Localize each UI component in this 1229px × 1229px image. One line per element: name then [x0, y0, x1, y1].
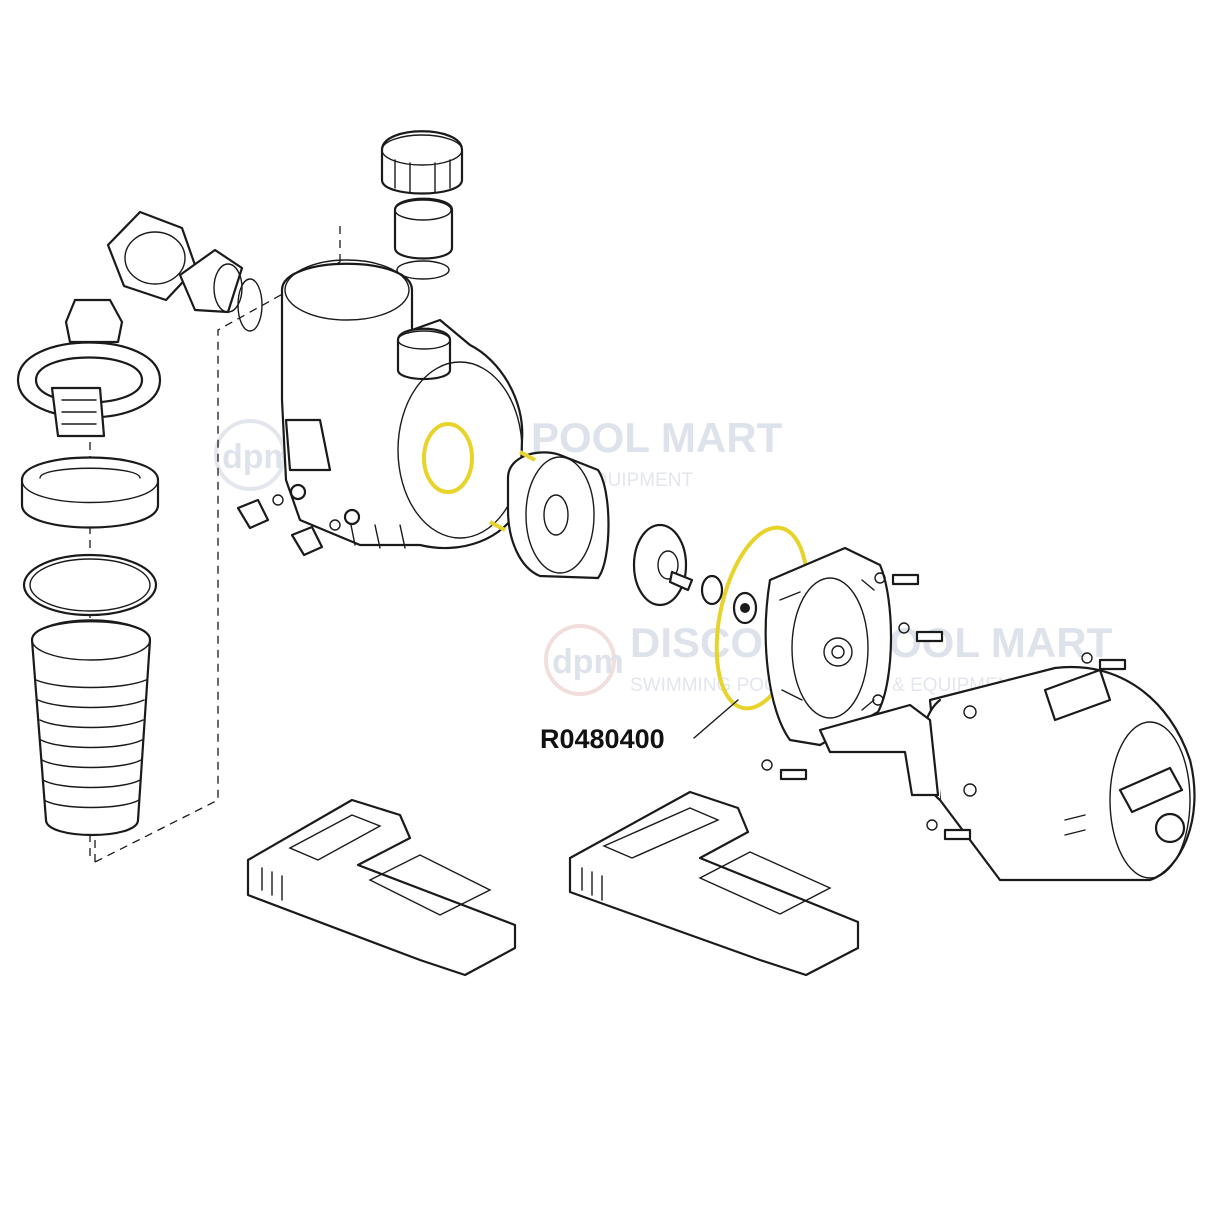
- motor-support-bracket: [818, 703, 940, 797]
- shaft-seal: [700, 574, 758, 625]
- strainer-basket: [30, 619, 152, 837]
- drain-plug-lower: [290, 508, 361, 557]
- part-callout: R0480400: [540, 699, 739, 754]
- discharge-union-nut: [380, 130, 464, 195]
- pump-housing: [280, 259, 524, 550]
- watermark-logo-text-lower: dpm: [552, 643, 624, 681]
- motor: [920, 665, 1196, 882]
- pump-base-left: [246, 798, 517, 977]
- pump-base-right: [568, 790, 860, 977]
- inlet-tailpiece: [178, 248, 244, 314]
- impeller: [632, 523, 694, 607]
- part-number-label: R0480400: [540, 724, 665, 754]
- seal-plate: [764, 546, 893, 747]
- motor-bolts: [926, 652, 1127, 841]
- strainer-lid-ring: [16, 298, 162, 438]
- discharge-o-ring: [396, 260, 450, 280]
- inlet-o-ring: [237, 278, 263, 332]
- housing-inner-o-ring: [422, 422, 474, 494]
- diffuser: [506, 451, 610, 580]
- lid-o-ring: [22, 553, 158, 617]
- inlet-union-nut: [106, 210, 198, 302]
- watermark-logo-text: dpm: [222, 438, 294, 476]
- discharge-tailpiece: [393, 197, 454, 260]
- strainer-lid: [20, 456, 160, 529]
- drain-plug-upper: [236, 483, 307, 530]
- diffuser-highlight-bars: [489, 450, 536, 532]
